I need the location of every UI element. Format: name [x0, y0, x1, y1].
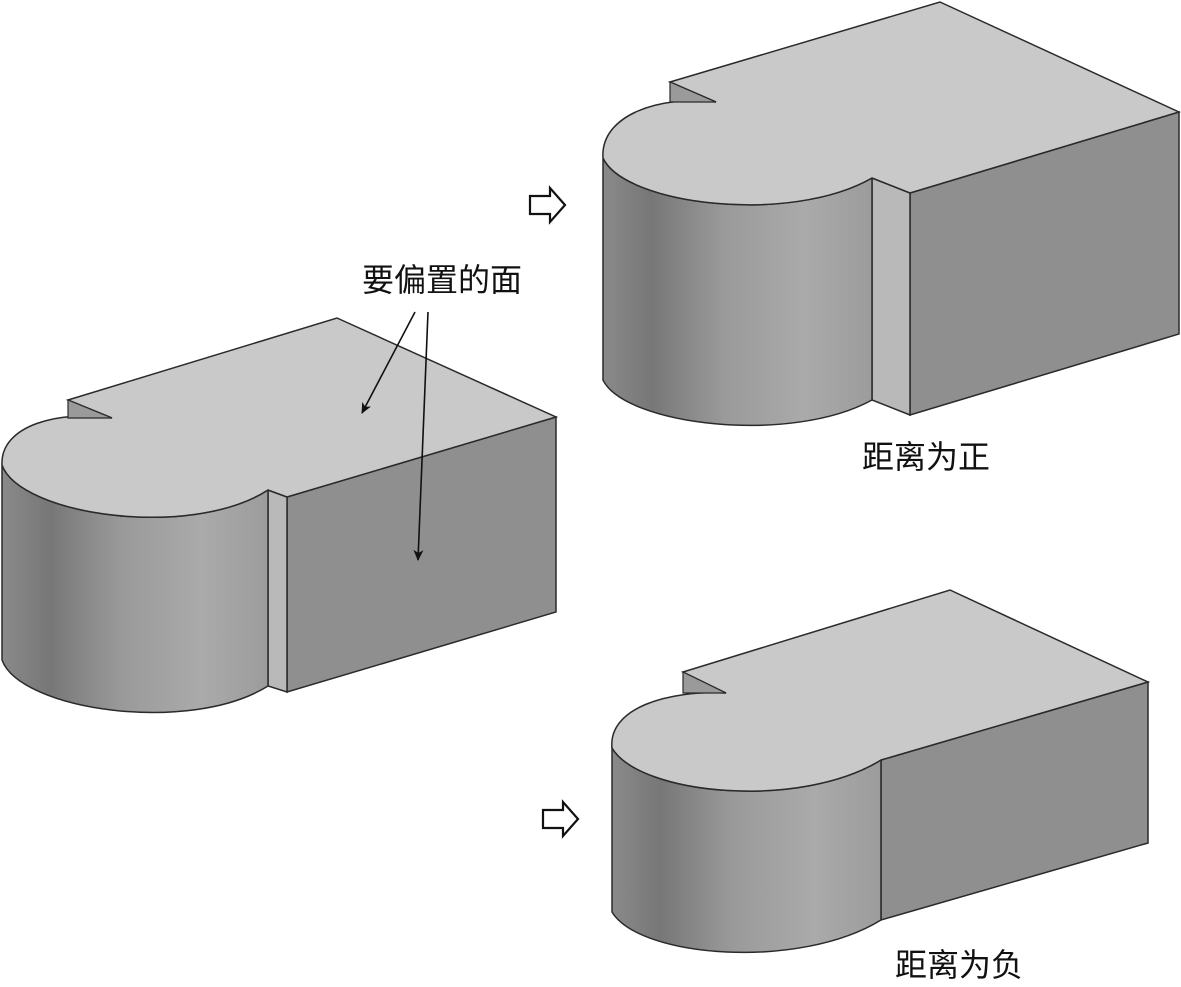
- positive-distance-label: 距离为正: [862, 438, 990, 476]
- positive-notch-face: [669, 81, 717, 103]
- transform-arrow-positive: [528, 185, 567, 225]
- offset-face-annotation: 要偏置的面: [361, 261, 522, 561]
- positive-step-face: [871, 176, 911, 417]
- negative-distance-label: 距离为负: [895, 946, 1023, 984]
- leader-to-front-face: [413, 311, 429, 561]
- positive-top-face: [602, 1, 1181, 206]
- original-shape: [1, 317, 559, 714]
- negative-top-face: [611, 589, 1151, 792]
- negative-notch-face: [682, 671, 727, 694]
- positive-offset-shape: [602, 1, 1181, 427]
- hollow-right-arrow-icon: [541, 799, 580, 839]
- offset-face-label: 要偏置的面: [362, 261, 522, 299]
- transform-arrow-negative: [541, 799, 580, 839]
- hollow-right-arrow-icon: [528, 185, 567, 225]
- negative-offset-shape: [611, 589, 1151, 954]
- original-notch-face: [67, 399, 113, 419]
- original-step-face: [267, 488, 288, 694]
- leader-to-top-face: [361, 311, 416, 414]
- original-top-face: [1, 317, 559, 518]
